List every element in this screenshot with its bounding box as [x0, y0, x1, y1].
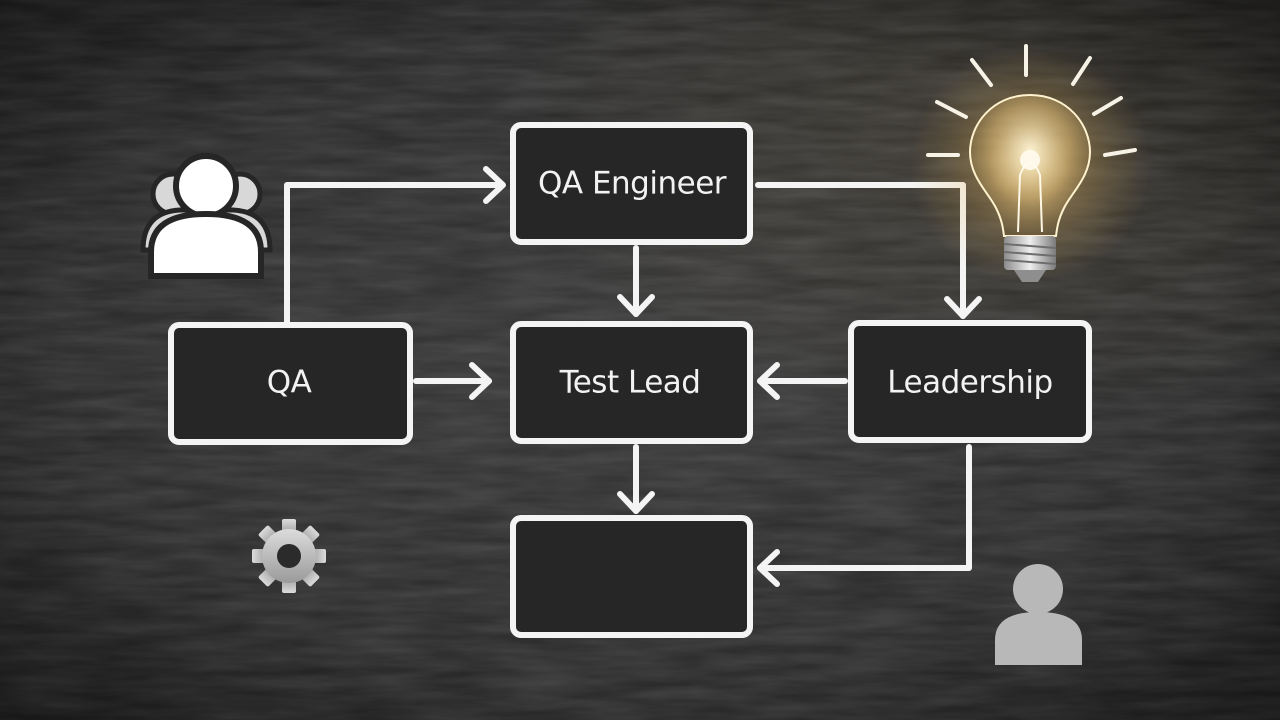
box-blank — [510, 515, 753, 638]
lightbulb-icon — [910, 44, 1150, 285]
label-leadership: Leadership — [887, 365, 1052, 401]
label-test-lead: Test Lead — [559, 365, 701, 401]
edge-leadership-to-blank — [757, 444, 972, 571]
box-test-lead — [510, 321, 753, 444]
arrowhead — [617, 491, 655, 514]
arrowhead — [757, 362, 780, 400]
box-qa-engineer — [510, 122, 753, 245]
user-icon — [995, 564, 1082, 665]
box-qa — [168, 322, 413, 445]
arrowhead — [944, 296, 982, 319]
arrowhead — [483, 166, 506, 204]
gear-icon — [252, 519, 326, 593]
arrowhead — [617, 294, 655, 317]
arrowhead — [757, 549, 780, 587]
label-qa-engineer: QA Engineer — [538, 166, 727, 202]
label-qa: QA — [267, 365, 312, 401]
box-leadership — [848, 320, 1092, 443]
arrowhead — [469, 362, 492, 400]
edge-qa-to-qa-engineer — [284, 182, 505, 325]
users-icon — [140, 153, 273, 279]
